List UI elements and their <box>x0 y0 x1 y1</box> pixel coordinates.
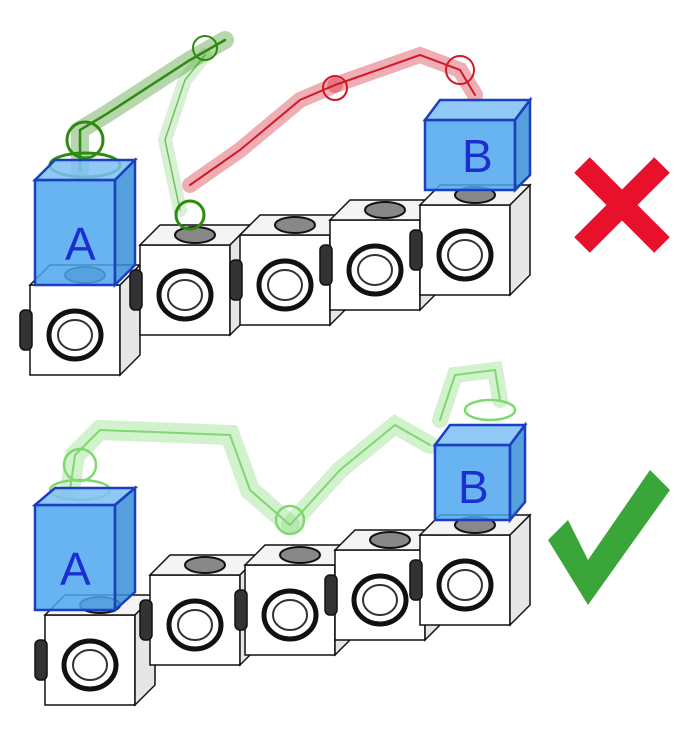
top-payload-a: A <box>31 156 139 289</box>
top-ghost-arm <box>157 48 212 231</box>
bottom-module-1 <box>35 595 155 705</box>
top-module-5 <box>410 185 530 295</box>
bottom-module-5 <box>410 515 530 625</box>
top-payload-b: B <box>422 96 533 194</box>
bottom-payload-a: A <box>31 485 139 613</box>
bottom-green-arm <box>48 361 517 536</box>
top-payload-a-label: A <box>65 218 96 270</box>
check-icon <box>548 470 670 605</box>
top-green-arm <box>48 31 234 179</box>
bottom-scene: A B <box>31 361 670 705</box>
top-payload-b-label: B <box>462 130 493 182</box>
top-red-arm <box>182 46 483 193</box>
bottom-payload-b: B <box>432 421 528 524</box>
bottom-payload-b-label: B <box>458 461 489 513</box>
cross-icon <box>574 157 670 253</box>
top-scene: A B <box>20 31 670 375</box>
bottom-payload-a-label: A <box>60 543 91 595</box>
